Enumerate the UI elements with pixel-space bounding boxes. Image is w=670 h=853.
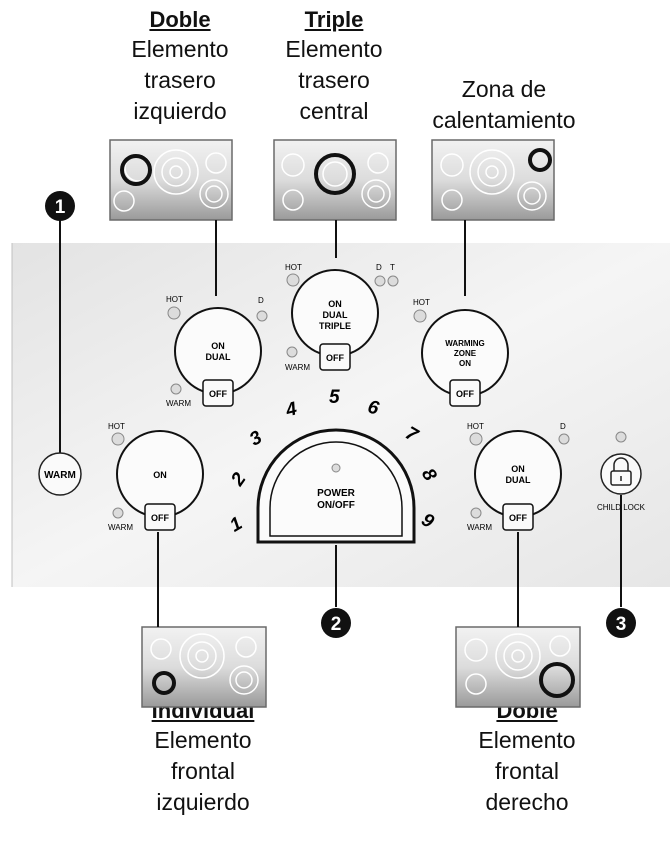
callout-2: 2 [321, 608, 351, 638]
svg-text:CHILD LOCK: CHILD LOCK [597, 503, 646, 512]
svg-text:HOT: HOT [108, 422, 125, 431]
caption-rear-center: Triple Elemento trasero central [264, 6, 404, 127]
power-indicator-light [331, 463, 341, 473]
svg-text:HOT: HOT [413, 298, 430, 307]
callout-3: 3 [606, 608, 636, 638]
svg-text:ON: ON [459, 359, 471, 368]
svg-text:ON: ON [511, 464, 525, 474]
svg-text:TRIPLE: TRIPLE [319, 321, 351, 331]
svg-text:POWER: POWER [317, 488, 356, 499]
caption-front-left-desc: Elemento frontal izquierdo [154, 727, 252, 815]
svg-text:D: D [376, 263, 382, 272]
front-right-control: HOT D ON DUAL WARM OFF [467, 422, 570, 532]
caption-rear-center-desc: Elemento trasero central [285, 36, 383, 124]
cooktop-thumb-warming [431, 139, 555, 221]
caption-front-right: Doble Elemento frontal derecho [457, 697, 597, 818]
dual-indicator-light [256, 310, 268, 322]
svg-text:DUAL: DUAL [323, 310, 348, 320]
front-left-control: HOT ON WARM OFF [108, 422, 204, 532]
svg-text:OFF: OFF [456, 389, 474, 399]
svg-text:WARM: WARM [285, 363, 310, 372]
svg-text:1: 1 [55, 197, 66, 218]
svg-text:5: 5 [329, 387, 340, 408]
cooktop-thumb-rear-center [273, 139, 397, 221]
svg-text:D: D [560, 422, 566, 431]
rear-left-control: HOT D ON DUAL WARM OFF [166, 295, 268, 408]
svg-text:WARM: WARM [44, 470, 76, 481]
power-dial[interactable]: POWER ON/OFF [256, 428, 416, 544]
caption-front-right-desc: Elemento frontal derecho [478, 727, 576, 815]
svg-text:HOT: HOT [285, 263, 302, 272]
caption-rear-left-type: Doble [149, 7, 211, 32]
svg-text:T: T [390, 263, 395, 272]
svg-text:OFF: OFF [326, 353, 344, 363]
hot-indicator-light [167, 306, 181, 320]
svg-text:D: D [258, 296, 264, 305]
rear-center-control: HOT D T ON DUAL TRIPLE WARM OFF [285, 263, 399, 372]
cooktop-thumb-front-right [455, 626, 581, 708]
child-lock-control: CHILD LOCK [597, 431, 646, 512]
svg-text:DUAL: DUAL [206, 352, 231, 362]
svg-text:3: 3 [616, 614, 627, 635]
leader-lines [59, 210, 622, 627]
cooktop-thumb-front-left [141, 626, 267, 708]
caption-rear-left-desc: Elemento trasero izquierdo [131, 36, 229, 124]
svg-text:2: 2 [331, 614, 342, 635]
svg-text:HOT: HOT [467, 422, 484, 431]
svg-text:OFF: OFF [509, 513, 527, 523]
svg-text:ON/OFF: ON/OFF [317, 500, 355, 511]
front-right-off-button[interactable] [502, 503, 534, 531]
caption-rear-left: Doble Elemento trasero izquierdo [110, 6, 250, 127]
warming-zone-off-button[interactable] [449, 379, 481, 407]
svg-text:OFF: OFF [151, 513, 169, 523]
svg-text:HOT: HOT [166, 295, 183, 304]
caption-front-left: Individual Elemento frontal izquierdo [128, 697, 278, 818]
rear-center-off-button[interactable] [319, 343, 351, 371]
svg-text:ON: ON [211, 341, 225, 351]
svg-text:WARMING: WARMING [445, 339, 485, 348]
warm-button[interactable]: WARM [38, 452, 82, 496]
child-lock-indicator-light [615, 431, 627, 443]
caption-warming-desc: Zona de calentamiento [432, 76, 576, 133]
svg-text:DUAL: DUAL [506, 475, 531, 485]
svg-text:WARM: WARM [108, 523, 133, 532]
child-lock-button[interactable] [600, 453, 642, 495]
cooktop-thumb-rear-left [109, 139, 233, 221]
svg-text:OFF: OFF [209, 389, 227, 399]
svg-text:WARM: WARM [166, 399, 191, 408]
caption-rear-center-type: Triple [304, 7, 364, 32]
padlock-icon [610, 457, 632, 486]
svg-text:ON: ON [328, 299, 342, 309]
callout-1: 1 [45, 191, 75, 221]
svg-text:ON: ON [153, 470, 167, 480]
warming-zone-control: HOT WARMING ZONE ON OFF [413, 298, 509, 407]
caption-warming: Zona de calentamiento [414, 74, 594, 136]
svg-text:ZONE: ZONE [454, 349, 477, 358]
rear-left-off-button[interactable] [202, 379, 234, 407]
svg-text:WARM: WARM [467, 523, 492, 532]
front-left-off-button[interactable] [144, 503, 176, 531]
